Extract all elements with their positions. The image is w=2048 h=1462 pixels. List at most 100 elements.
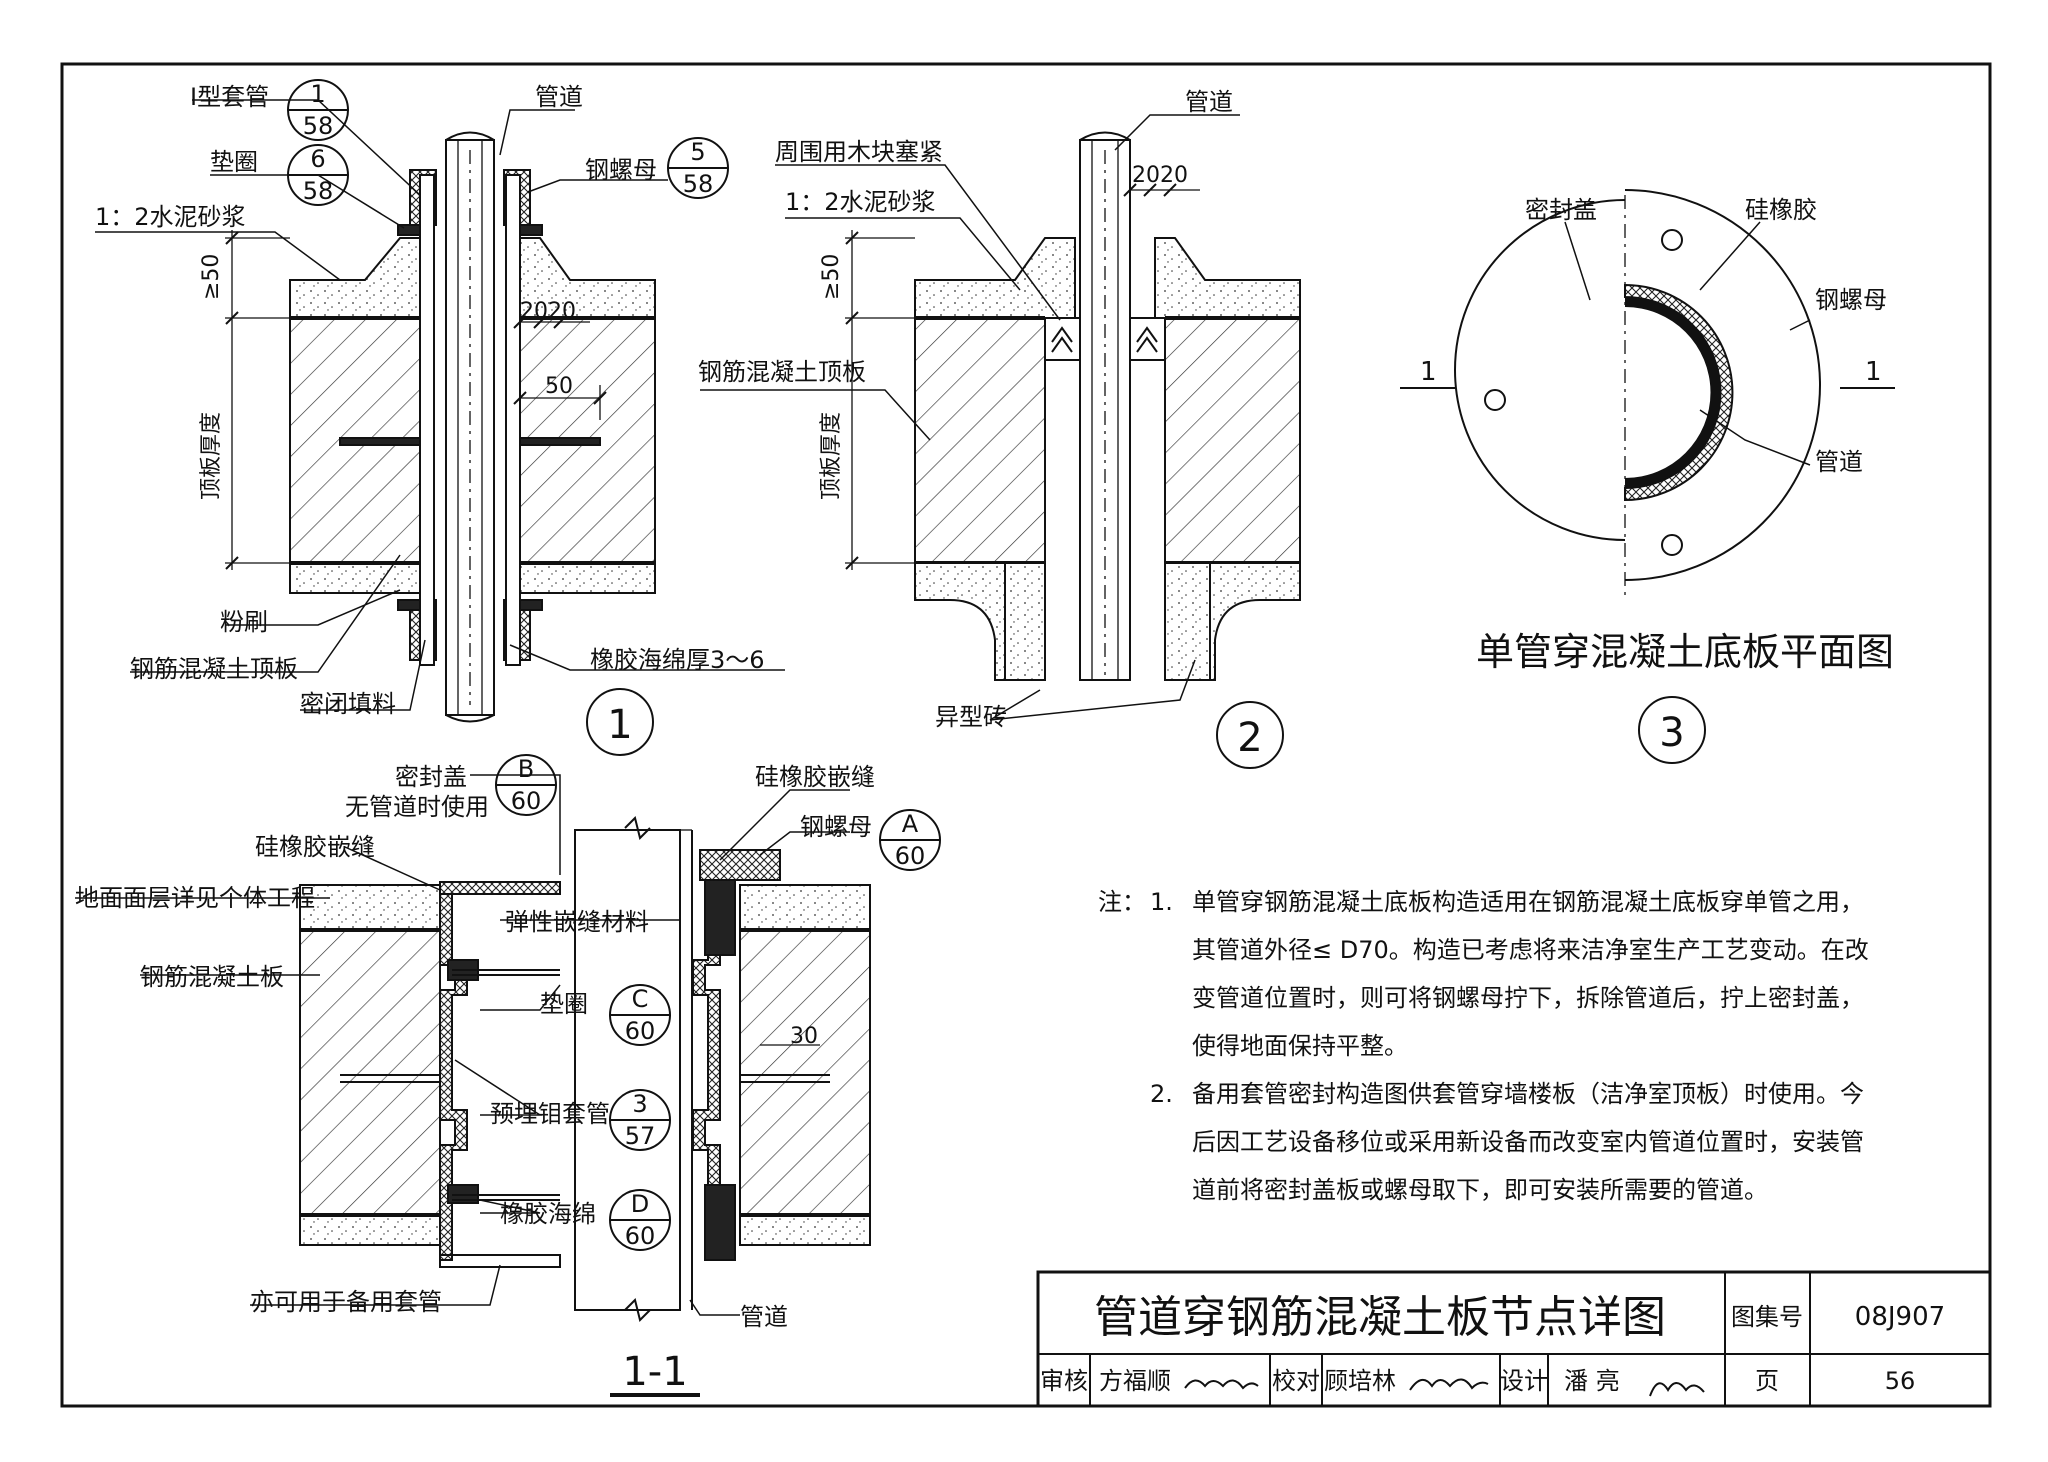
svg-text:1: 1 — [310, 80, 325, 108]
note-1-line-3: 变管道位置时，则可将钢螺母拧下，拆除管道后，拧上密封盖， — [1192, 984, 1864, 1012]
svg-text:D: D — [631, 1190, 649, 1218]
label-nut: 钢螺母 — [1815, 286, 1887, 314]
label-pipe: 管道 — [1185, 88, 1233, 116]
note-2-number: 2. — [1150, 1080, 1173, 1108]
detail-number-3: 3 — [1638, 696, 1706, 764]
label-nut: 钢螺母 — [800, 813, 872, 841]
check-label: 校对 — [1272, 1367, 1320, 1395]
atlas-label: 图集号 — [1731, 1303, 1803, 1331]
review-name: 方福顺 — [1099, 1367, 1171, 1395]
dim-50: 50 — [545, 374, 573, 399]
notes-prefix: 注： — [1098, 888, 1146, 916]
label-cover: 密封盖 — [1525, 196, 1597, 224]
mortar-layer — [289, 237, 421, 319]
note-2-line-1: 备用套管密封构造图供套管穿墙楼板（洁净室顶板）时使用。今 — [1192, 1080, 1864, 1108]
dim-30: 30 — [790, 1024, 818, 1049]
plaster-layer — [289, 562, 421, 594]
notes: 注： 1. 单管穿钢筋混凝土底板构造适用在钢筋混凝土底板穿单管之用， 其管道外径… — [1098, 888, 1869, 1204]
svg-text:A: A — [902, 810, 919, 838]
label-spare: 亦可用于备用套管 — [250, 1288, 442, 1316]
svg-text:58: 58 — [683, 170, 714, 198]
label-pipe: 管道 — [1815, 448, 1863, 476]
ref-bubble-A-60: A 60 — [879, 809, 941, 871]
svg-text:B: B — [518, 755, 534, 783]
svg-text:60: 60 — [511, 787, 542, 815]
atlas-number: 08J907 — [1855, 1302, 1945, 1332]
section-mark-right: 1 — [1865, 357, 1882, 387]
sheet-title: 管道穿钢筋混凝土板节点详图 — [1094, 1292, 1666, 1343]
label-silicone-right: 硅橡胶嵌缝 — [755, 763, 875, 791]
svg-text:58: 58 — [303, 112, 334, 140]
sheet-frame — [60, 62, 1992, 1408]
page-label: 页 — [1755, 1367, 1779, 1395]
svg-text:2: 2 — [1237, 715, 1262, 761]
sealing-cover — [1454, 199, 1626, 541]
review-signature — [1184, 1379, 1259, 1390]
svg-text:60: 60 — [895, 842, 926, 870]
ref-bubble-D-60: D 60 — [609, 1189, 671, 1251]
note-1-line-2: 其管道外径≤ D70。构造已考虑将来洁净室生产工艺变动。在改 — [1192, 936, 1869, 964]
steel-nut-block — [699, 849, 781, 881]
embedded-sleeve — [439, 889, 468, 1261]
label-slab: 钢筋混凝土顶板 — [130, 655, 298, 683]
label-thickness: 顶板厚度 — [819, 412, 844, 500]
label-washer: 垫圈 — [210, 148, 258, 176]
detail-number-1: 1 — [586, 688, 654, 756]
mortar-layer — [914, 237, 1076, 319]
label-ge50: ≥50 — [199, 254, 224, 300]
bolt-hole — [1484, 389, 1506, 411]
label-sleeve: 预埋钼套管 — [490, 1100, 610, 1128]
label-slab: 钢筋混凝土顶板 — [698, 358, 866, 386]
floor-finish — [299, 884, 441, 931]
check-name: 顾培林 — [1324, 1367, 1396, 1395]
label-steel-nut: 钢螺母 — [585, 156, 657, 184]
design-label: 设计 — [1500, 1367, 1548, 1395]
svg-text:57: 57 — [625, 1122, 656, 1150]
section-mark-left: 1 — [1420, 357, 1437, 387]
concrete-slab — [914, 317, 1046, 564]
svg-text:3: 3 — [632, 1090, 647, 1118]
detail-number-2: 2 — [1216, 701, 1284, 769]
label-wood: 周围用木块塞紧 — [775, 138, 943, 166]
design-name: 潘 亮 — [1564, 1367, 1620, 1395]
svg-text:60: 60 — [625, 1222, 656, 1250]
label-rubber: 橡胶海绵厚3～6 — [590, 646, 765, 674]
shaped-brick — [914, 562, 1046, 681]
design-signature — [1649, 1382, 1705, 1397]
svg-text:60: 60 — [625, 1017, 656, 1045]
detail-3: 密封盖 硅橡胶 钢螺母 管道 1 1 单管穿混凝土底板平面图 3 — [1400, 189, 1895, 764]
ref-bubble-5-58: 5 58 — [667, 137, 729, 199]
ref-bubble-6-58: 6 58 — [287, 144, 349, 206]
label-silicone: 硅橡胶 — [1745, 196, 1817, 224]
label-no-pipe: 无管道时使用 — [345, 793, 489, 821]
svg-text:3: 3 — [1659, 710, 1684, 756]
section-1-1: B 60 A 60 C 60 3 57 D 60 密封盖 无管道时使用 硅橡胶嵌… — [75, 754, 941, 1397]
label-pipe: 管道 — [535, 83, 583, 111]
label-ge50: ≥50 — [819, 254, 844, 300]
steel-nut-ring — [1624, 189, 1821, 581]
note-2-line-2: 后因工艺设备移位或采用新设备而改变室内管道位置时，安装管 — [1192, 1128, 1864, 1156]
note-1-number: 1. — [1150, 888, 1173, 916]
pipe — [574, 829, 681, 1311]
title-block: 管道穿钢筋混凝土板节点详图 图集号 08J907 审核 方福顺 校对 顾培林 设… — [1036, 1270, 1992, 1408]
detail-3-caption: 单管穿混凝土底板平面图 — [1476, 630, 1894, 674]
ref-bubble-B-60: B 60 — [495, 754, 557, 816]
svg-text:6: 6 — [310, 145, 325, 173]
label-plaster: 粉刷 — [220, 608, 268, 636]
note-1-line-4: 使得地面保持平整。 — [1192, 1032, 1408, 1060]
svg-text:C: C — [632, 985, 649, 1013]
label-sleeve: Ⅰ型套管 — [190, 83, 269, 111]
ref-bubble-1-58: 1 58 — [287, 79, 349, 141]
dim-2020: 2020 — [520, 299, 576, 324]
ref-bubble-C-60: C 60 — [609, 984, 671, 1046]
label-pipe: 管道 — [740, 1303, 788, 1331]
label-sponge: 橡胶海绵 — [500, 1200, 596, 1228]
label-elastic: 弹性嵌缝材料 — [505, 908, 649, 936]
concrete-slab — [299, 929, 441, 1216]
svg-text:5: 5 — [690, 138, 705, 166]
section-1-1-caption: 1-1 — [622, 1349, 687, 1395]
pipe — [445, 139, 495, 716]
note-2-line-3: 道前将密封盖板或螺母取下，即可安装所需要的管道。 — [1192, 1176, 1768, 1204]
detail-1: 1 58 6 58 5 58 Ⅰ型套管 垫圈 1：2水泥砂浆 管道 钢螺母 ≥5… — [95, 79, 785, 756]
